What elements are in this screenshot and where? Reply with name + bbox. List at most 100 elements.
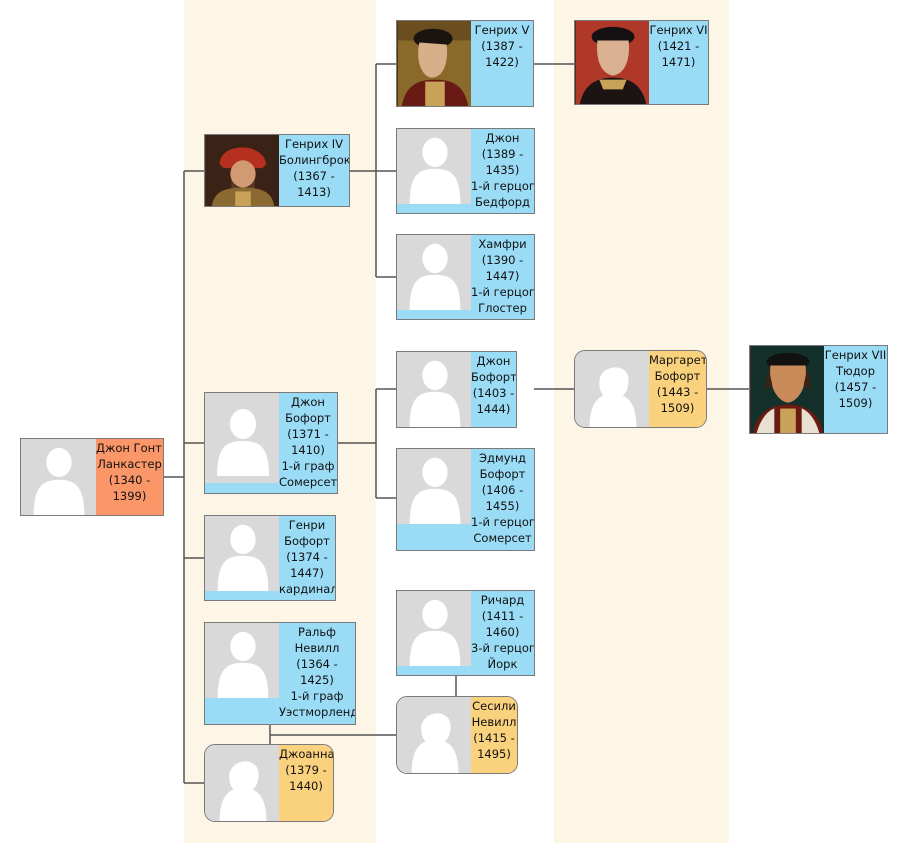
person-card-john-beaufort-earl[interactable]: Джон Бофорт (1371 - 1410) 1-й граф Сомер…	[204, 392, 338, 494]
person-name: Ричард	[480, 593, 525, 607]
person-card-richard-york[interactable]: Ричард (1411 - 1460) 3-й герцог Йорк	[396, 590, 535, 676]
person-silhouette-icon	[21, 439, 97, 515]
person-birth: (1367 -	[293, 169, 335, 183]
person-birth: (1390 -	[481, 253, 524, 267]
person-surname: Бофорт	[479, 467, 526, 481]
person-death: 1425)	[300, 673, 334, 687]
person-title: 1-й герцог	[471, 285, 535, 299]
person-card-henry-vi[interactable]: Генрих VI (1421 - 1471)	[574, 20, 709, 105]
person-death: 1447)	[485, 269, 520, 283]
person-title: кардинал	[279, 582, 336, 596]
person-card-john-beaufort-duke[interactable]: Джон Бофорт (1403 - 1444)	[396, 351, 517, 428]
person-card-joan[interactable]: Джоанна (1379 - 1440)	[204, 744, 334, 822]
person-name: Хамфри	[478, 237, 527, 251]
person-death: 1455)	[485, 499, 520, 513]
person-card-margaret-beaufort[interactable]: Маргарет Бофорт (1443 - 1509)	[574, 350, 707, 428]
person-death: 1399)	[112, 489, 147, 503]
person-card-henry-vii[interactable]: Генрих VII Тюдор (1457 - 1509)	[749, 345, 888, 434]
person-name: Генрих VII	[824, 348, 887, 362]
person-silhouette-icon	[397, 449, 473, 524]
person-title: 1-й герцог	[471, 515, 535, 529]
person-surname: Бофорт	[471, 370, 517, 384]
person-info: Маргарет Бофорт (1443 - 1509)	[649, 351, 706, 427]
person-name: Джон	[485, 131, 520, 145]
person-title: 1-й граф	[290, 689, 344, 703]
person-info: Хамфри (1390 - 1447) 1-й герцог Глостер	[471, 235, 534, 319]
person-card-edmund-beaufort[interactable]: Эдмунд Бофорт (1406 - 1455) 1-й герцог С…	[396, 448, 535, 551]
person-surname: Тюдор	[836, 364, 875, 378]
person-title: Уэстморленд	[279, 705, 356, 719]
person-death: 1447)	[290, 566, 324, 580]
person-name: Генрих V	[474, 23, 530, 37]
person-birth: (1374 -	[286, 550, 328, 564]
person-birth: (1415 -	[473, 731, 515, 745]
person-info: Генри Бофорт (1374 - 1447) кардинал	[279, 516, 335, 600]
person-death: 1460)	[485, 625, 520, 639]
person-surname: Невилл	[471, 715, 517, 729]
person-birth: (1371 -	[287, 427, 329, 441]
person-silhouette-icon	[205, 623, 281, 698]
person-silhouette-icon	[397, 591, 473, 666]
person-title: Глостер	[478, 301, 527, 315]
person-silhouette-icon	[205, 516, 281, 591]
person-info: Генрих VI (1421 - 1471)	[649, 21, 708, 104]
person-name: Маргарет	[649, 353, 707, 367]
person-death: 1444)	[476, 402, 511, 416]
person-title: Сомерсет	[473, 531, 532, 545]
person-title: Ланкастер	[97, 457, 162, 471]
person-title: 3-й герцог	[471, 641, 535, 655]
person-birth: (1387 -	[481, 39, 523, 53]
person-info: Ральф Невилл (1364 - 1425) 1-й граф Уэст…	[279, 623, 355, 724]
person-name: Генри	[288, 518, 326, 532]
person-birth: (1406 -	[481, 483, 524, 497]
person-death: 1509)	[660, 401, 695, 415]
person-info: Генрих IV Болингброк (1367 - 1413)	[279, 135, 349, 206]
person-name: Ральф	[298, 625, 336, 639]
person-surname: Бофорт	[284, 534, 330, 548]
person-surname: Невилл	[294, 641, 340, 655]
person-card-henry-beaufort[interactable]: Генри Бофорт (1374 - 1447) кардинал	[204, 515, 336, 601]
person-title: Сомерсет	[279, 475, 338, 489]
person-death: 1413)	[297, 185, 331, 199]
person-name: Генрих VI	[649, 23, 708, 37]
person-death: 1509)	[838, 396, 873, 410]
person-surname: Бофорт	[654, 369, 701, 383]
person-silhouette-icon	[397, 129, 473, 204]
person-birth: (1421 -	[657, 39, 700, 53]
person-info: Генрих V (1387 - 1422)	[471, 21, 533, 106]
person-death: 1471)	[661, 55, 696, 69]
person-card-humphrey[interactable]: Хамфри (1390 - 1447) 1-й герцог Глостер	[396, 234, 535, 320]
person-name: Эдмунд	[479, 451, 526, 465]
person-card-henry-v[interactable]: Генрих V (1387 - 1422)	[396, 20, 534, 107]
person-card-henry-iv[interactable]: Генрих IV Болингброк (1367 - 1413)	[204, 134, 350, 207]
person-death: 1440)	[289, 779, 323, 793]
person-birth: (1364 -	[296, 657, 338, 671]
person-death: 1435)	[485, 163, 520, 177]
person-birth: (1403 -	[472, 386, 515, 400]
portrait-image	[205, 135, 281, 206]
person-death: 1410)	[291, 443, 325, 457]
person-name: Джон	[291, 395, 325, 409]
person-title: Бедфорд	[474, 195, 531, 209]
person-name: Джон	[476, 354, 511, 368]
person-silhouette-icon	[205, 745, 281, 821]
person-card-john-gaunt[interactable]: Джон Гонт, Ланкастер (1340 - 1399)	[20, 438, 164, 516]
person-birth: (1443 -	[656, 385, 699, 399]
person-info: Джон Бофорт (1371 - 1410) 1-й граф Сомер…	[279, 393, 337, 493]
person-death: 1495)	[477, 747, 511, 761]
person-card-cecily-neville[interactable]: Сесили Невилл (1415 - 1495)	[396, 696, 518, 774]
person-surname: Бофорт	[285, 411, 331, 425]
person-birth: (1457 -	[834, 380, 877, 394]
person-death: 1422)	[485, 55, 519, 69]
person-birth: (1340 -	[108, 473, 151, 487]
portrait-image	[750, 346, 826, 433]
person-title: 1-й граф	[281, 459, 335, 473]
person-card-john-bedford[interactable]: Джон (1389 - 1435) 1-й герцог Бедфорд	[396, 128, 535, 214]
person-silhouette-icon	[397, 352, 473, 427]
person-info: Сесили Невилл (1415 - 1495)	[471, 697, 517, 773]
person-info: Генрих VII Тюдор (1457 - 1509)	[824, 346, 887, 433]
person-birth: (1389 -	[481, 147, 524, 161]
person-silhouette-icon	[397, 697, 473, 773]
person-card-ralph-neville[interactable]: Ральф Невилл (1364 - 1425) 1-й граф Уэст…	[204, 622, 356, 725]
